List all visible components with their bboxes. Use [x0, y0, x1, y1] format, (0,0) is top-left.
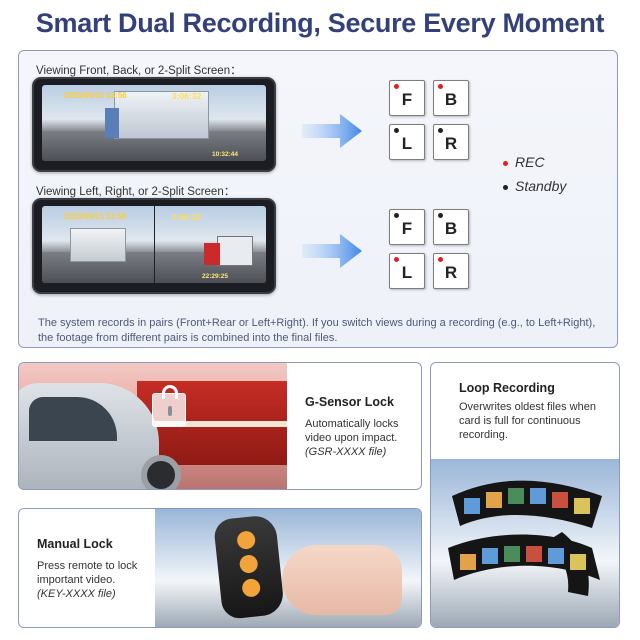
remote-button: [236, 530, 257, 551]
truck-right-image: [204, 236, 253, 266]
standby-indicator: [394, 213, 399, 218]
standby-indicator: [394, 128, 399, 133]
dashcam-screen-front-back: 2025/06/15 13:56 3:06:32 10:32:44: [42, 85, 266, 161]
dashcam-screen-left-right: 2025/06/15 13:56 3:06:32 22:29:25: [42, 206, 266, 283]
legend-standby: Standby: [503, 178, 566, 194]
gsensor-body: Automatically locks video upon impact. (…: [305, 418, 399, 458]
camera-key-right: R: [433, 253, 469, 289]
standby-dot-icon: [503, 184, 508, 190]
gsensor-title: G-Sensor Lock: [305, 395, 394, 409]
caption-front-back: Viewing Front, Back, or 2-Split Screen：: [36, 65, 242, 77]
film-reel-icon: [448, 480, 602, 596]
crash-photo: [19, 363, 287, 489]
manual-lock-body: Press remote to lock important video. (K…: [37, 560, 138, 600]
camera-key-front: F: [389, 80, 425, 116]
rec-indicator: [394, 84, 399, 89]
rec-indicator: [438, 257, 443, 262]
pair-recording-note: The system records in pairs (Front+Rear …: [38, 317, 596, 344]
gsensor-card: G-Sensor Lock Automatically locks video …: [18, 362, 422, 490]
timestamp-date: 2025/06/15 13:56: [64, 91, 127, 100]
hud-readout: 10:32:44: [212, 151, 239, 158]
loop-body: Overwrites oldest files when card is ful…: [459, 401, 596, 441]
standby-indicator: [438, 213, 443, 218]
remote-button: [241, 577, 262, 598]
rec-indicator: [394, 257, 399, 262]
loop-title: Loop Recording: [459, 381, 555, 395]
padlock-icon: [152, 385, 186, 427]
truck-left-image: [70, 228, 126, 262]
headline: Smart Dual Recording, Secure Every Momen…: [35, 8, 605, 38]
hud-readout: 22:29:25: [202, 273, 229, 280]
remote-control-icon: [212, 514, 286, 620]
dashcam-display-front-back: 2025/06/15 13:56 3:06:32 10:32:44: [32, 77, 276, 172]
recording-timer: 3:06:32: [172, 212, 202, 222]
camera-key-front: F: [389, 209, 425, 245]
rec-indicator: [438, 84, 443, 89]
camera-key-left: L: [389, 253, 425, 289]
camera-key-right: R: [433, 124, 469, 160]
timestamp-date: 2025/06/15 13:56: [64, 212, 127, 221]
manual-lock-title: Manual Lock: [37, 537, 113, 551]
remote-button: [238, 554, 259, 574]
dashcam-display-left-right: 2025/06/15 13:56 3:06:32 22:29:25: [32, 198, 276, 294]
legend-rec: REC: [503, 154, 545, 170]
truck-image: [105, 91, 209, 139]
standby-indicator: [438, 128, 443, 133]
caption-left-right: Viewing Left, Right, or 2-Split Screen：: [36, 186, 236, 198]
rec-dot-icon: [503, 160, 508, 166]
right-arrow-icon: [302, 114, 362, 148]
right-arrow-icon: [302, 234, 362, 268]
camera-key-left: L: [389, 124, 425, 160]
camera-key-back: B: [433, 80, 469, 116]
recording-timer: 3:06:32: [172, 91, 202, 101]
hand-image: [282, 545, 402, 615]
camera-key-back: B: [433, 209, 469, 245]
